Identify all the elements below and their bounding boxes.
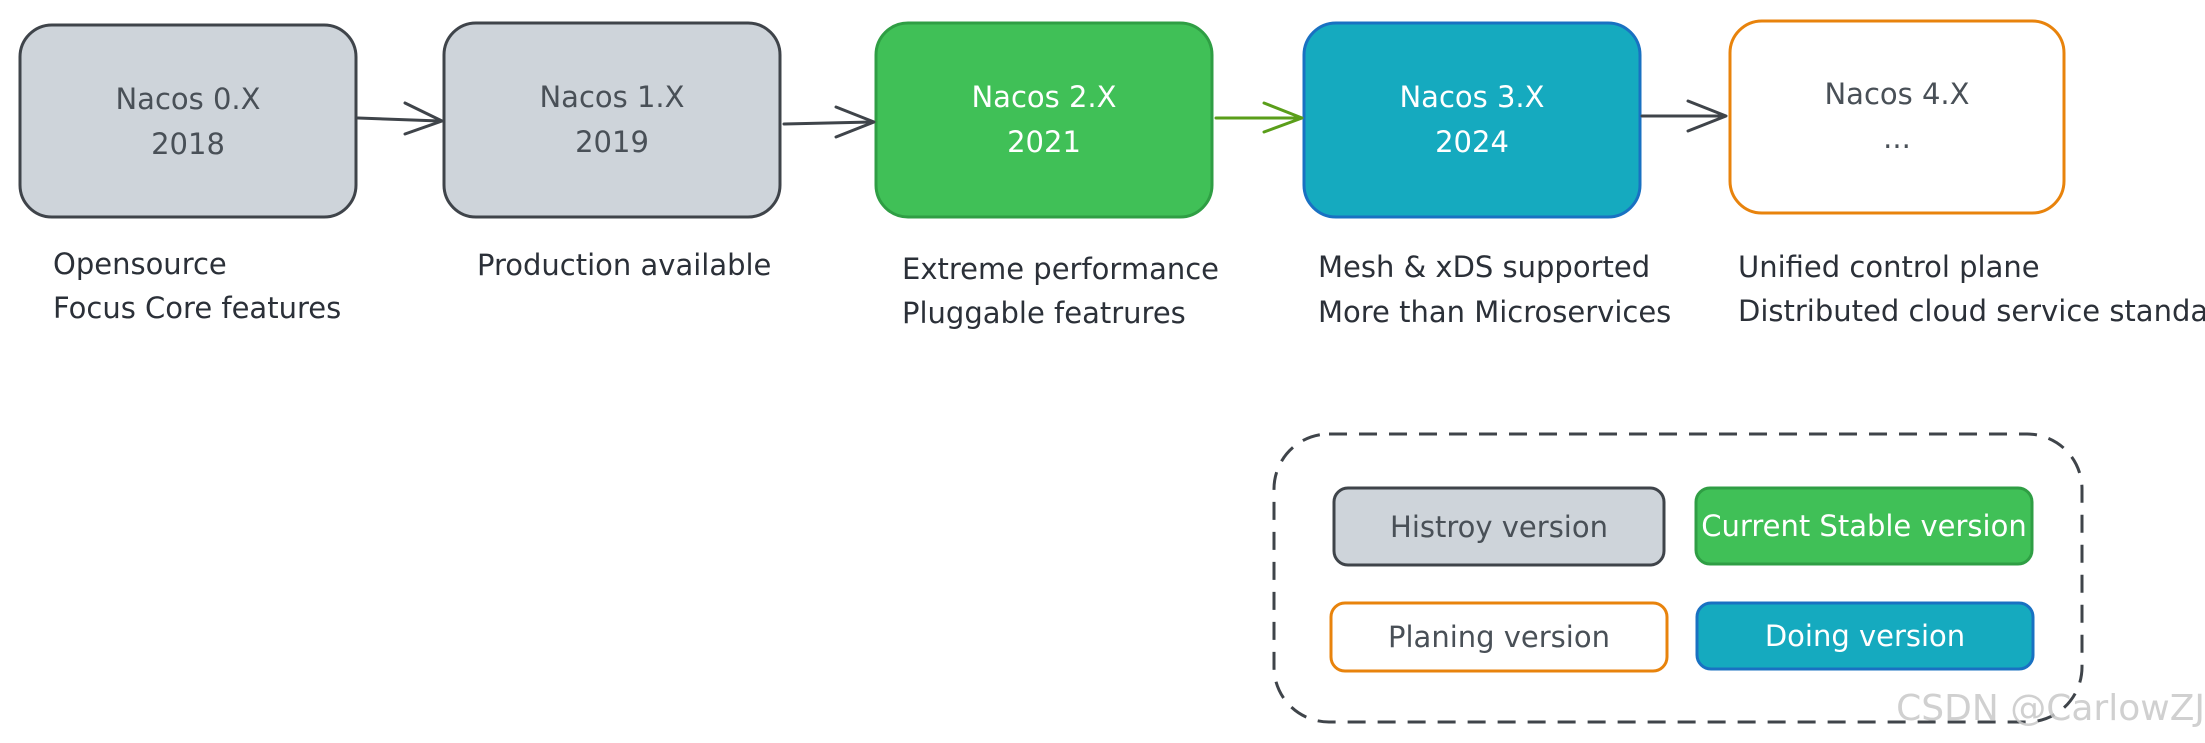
- version-1-desc-line1: Production available: [477, 248, 771, 282]
- version-box-3-year: 2024: [1435, 125, 1509, 159]
- legend-label-planning: Planing version: [1388, 620, 1610, 654]
- legend: Histroy version Current Stable version P…: [1272, 432, 2084, 724]
- arrow-2-to-3: [1214, 101, 1304, 134]
- version-3-desc-line2: More than Microservices: [1318, 295, 1671, 329]
- arrow-1-to-2: [782, 105, 876, 139]
- version-2-desc-line2: Pluggable featrures: [902, 296, 1186, 330]
- legend-item-planning: Planing version: [1329, 601, 1669, 673]
- version-0-desc-line1: Opensource: [53, 247, 227, 281]
- version-box-1-name: Nacos 1.X: [539, 80, 684, 114]
- version-box-2-name: Nacos 2.X: [971, 80, 1116, 114]
- version-box-4: Nacos 4.X ...: [1728, 19, 2066, 215]
- version-box-2-shape: [874, 21, 1214, 219]
- version-box-0-name: Nacos 0.X: [115, 82, 260, 116]
- arrow-3-to-4: [1640, 99, 1728, 133]
- version-box-1-shape: [442, 21, 782, 219]
- version-box-1: Nacos 1.X 2019: [442, 21, 782, 219]
- version-4-desc-line1: Unified control plane: [1738, 250, 2040, 284]
- version-box-2-year: 2021: [1007, 125, 1081, 159]
- legend-item-doing: Doing version: [1695, 601, 2035, 671]
- version-box-2: Nacos 2.X 2021: [874, 21, 1214, 219]
- version-0-desc-line2: Focus Core features: [53, 291, 341, 325]
- legend-label-history: Histroy version: [1390, 510, 1608, 544]
- version-box-3-shape: [1302, 21, 1642, 219]
- version-box-0: Nacos 0.X 2018: [18, 23, 358, 219]
- version-2-desc-line1: Extreme performance: [902, 252, 1219, 286]
- version-box-4-year: ...: [1883, 121, 1911, 155]
- version-3-desc-line1: Mesh & xDS supported: [1318, 250, 1650, 284]
- watermark: CSDN @CarlowZJ: [1896, 688, 2205, 729]
- version-box-1-year: 2019: [575, 125, 649, 159]
- legend-item-current-stable: Current Stable version: [1694, 486, 2034, 566]
- legend-item-history: Histroy version: [1332, 486, 1666, 567]
- version-box-0-shape: [18, 23, 358, 219]
- version-box-4-name: Nacos 4.X: [1824, 77, 1969, 111]
- legend-swatch-history: [1332, 486, 1666, 567]
- legend-swatch-current-stable: [1694, 486, 2034, 566]
- version-box-4-shape: [1728, 19, 2066, 215]
- arrow-0-to-1: [356, 101, 444, 136]
- legend-border: [1272, 432, 2084, 724]
- version-box-3-name: Nacos 3.X: [1399, 80, 1544, 114]
- legend-swatch-planning: [1329, 601, 1669, 673]
- legend-swatch-doing: [1695, 601, 2035, 671]
- version-box-3: Nacos 3.X 2024: [1302, 21, 1642, 219]
- version-box-0-year: 2018: [151, 127, 225, 161]
- legend-label-doing: Doing version: [1765, 619, 1965, 653]
- version-4-desc-line2: Distributed cloud service standard: [1738, 294, 2205, 328]
- legend-label-current-stable: Current Stable version: [1701, 509, 2026, 543]
